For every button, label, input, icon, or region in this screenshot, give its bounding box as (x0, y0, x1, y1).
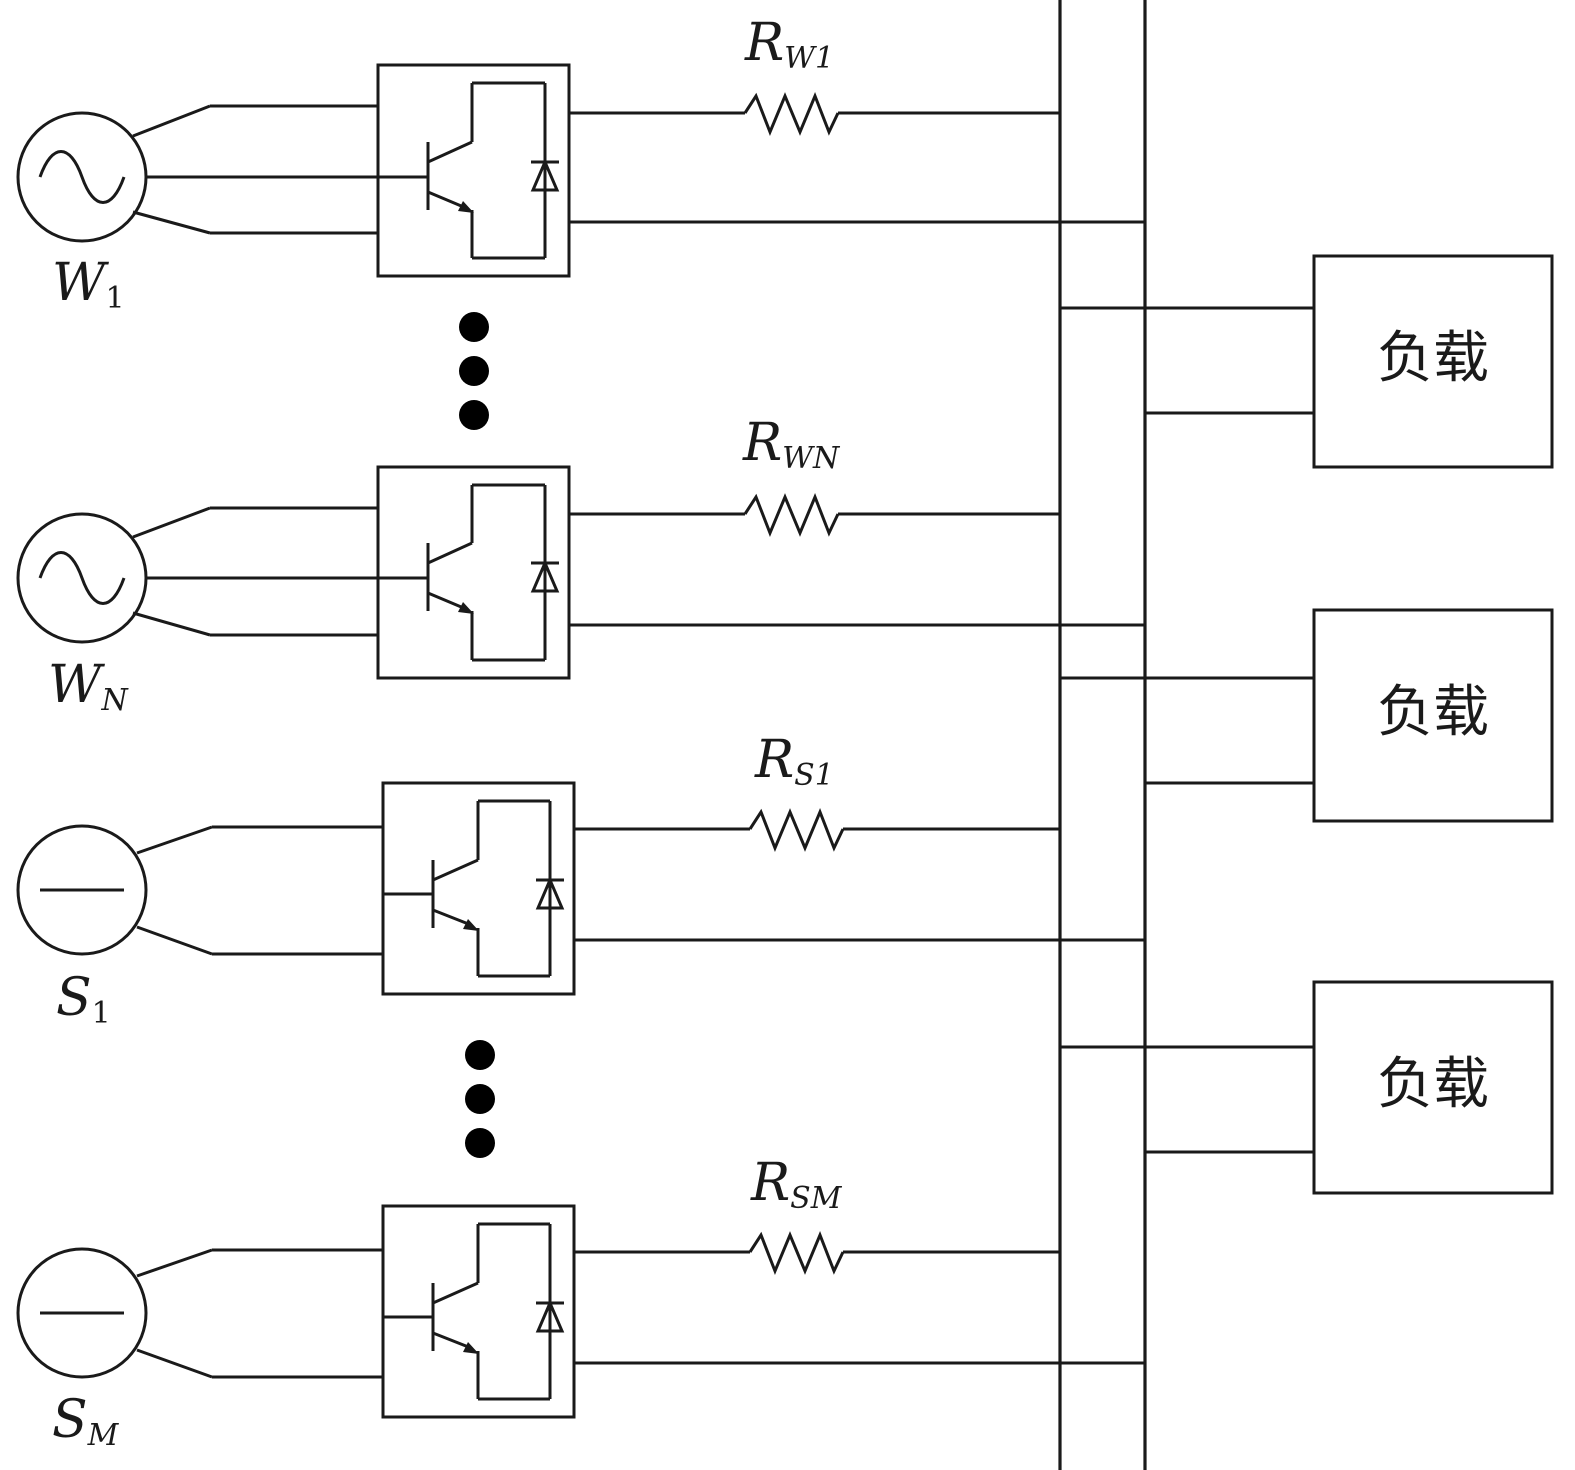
load-label: 负载 (1377, 326, 1489, 391)
transistor-arrow-icon (463, 919, 479, 931)
resistor-label-rw1: RW1 (744, 13, 834, 76)
converter-sm (381, 1204, 1145, 1419)
branch-w1 (16, 63, 1145, 278)
resistor-rsm (748, 1230, 1060, 1276)
load-3: 负载 (1060, 980, 1554, 1195)
branch-wn (16, 465, 1145, 680)
diode-icon (535, 1299, 565, 1333)
resistor-rwn (743, 492, 1060, 538)
load-1: 负载 (1060, 254, 1554, 469)
converter-w1 (376, 63, 1145, 278)
resistor-rw1 (743, 91, 1060, 137)
diode-icon (530, 158, 560, 192)
ac-source-wn (16, 506, 378, 644)
ac-source-w1 (16, 104, 378, 243)
transistor-arrow-icon (458, 602, 474, 614)
resistor-label-rsm: RSM (750, 1153, 843, 1216)
source-label-s1: S1 (56, 968, 111, 1031)
transistor-arrow-icon (458, 201, 474, 213)
converter-s1 (381, 781, 1145, 996)
load-2: 负载 (1060, 608, 1554, 823)
load-label: 负载 (1377, 1052, 1489, 1117)
diode-icon (535, 876, 565, 910)
resistor-rs1 (748, 807, 1060, 853)
source-label-sm: SM (52, 1390, 120, 1453)
source-label-w1: W1 (52, 253, 125, 316)
sine-wave-icon (38, 150, 126, 204)
branch-s1 (16, 781, 1145, 996)
dc-source-sm (16, 1247, 383, 1379)
ellipsis-dots-wind (459, 312, 489, 430)
transistor-arrow-icon (463, 1342, 479, 1354)
ellipsis-dots-storage (465, 1040, 495, 1158)
sine-wave-icon (38, 551, 126, 605)
load-label: 负载 (1377, 680, 1489, 745)
resistor-label-rwn: RWN (742, 413, 841, 476)
converter-wn (376, 465, 1145, 680)
source-label-wn: WN (48, 655, 129, 718)
dc-source-s1 (16, 824, 383, 956)
diode-icon (530, 559, 560, 593)
branch-sm (16, 1204, 1145, 1419)
resistor-label-rs1: RS1 (754, 730, 834, 793)
